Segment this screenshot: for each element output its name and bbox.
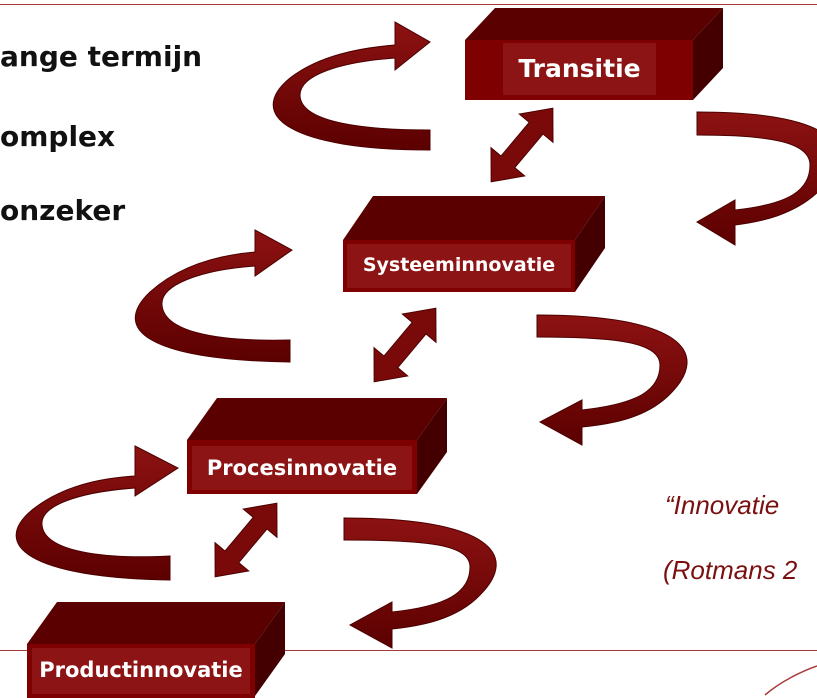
bottom-border-line	[0, 650, 817, 651]
label-systeeminnovatie: Systeeminnovatie	[362, 254, 556, 276]
loop-arrow-bottom-left	[15, 445, 179, 581]
label-transitie: Transitie	[518, 54, 641, 83]
decorative-flourish	[764, 665, 817, 696]
box-procesinnovatie	[187, 398, 447, 494]
citation-quote: “Innovatie	[665, 490, 780, 520]
loop-arrow-top-left	[272, 21, 431, 151]
loop-arrow-mid-left	[134, 229, 293, 363]
citation-source: (Rotmans 2	[663, 555, 798, 585]
bullet-uncertain: onzeker	[0, 194, 126, 227]
box-transitie	[465, 8, 723, 100]
double-arrow-proces-product	[214, 502, 278, 578]
box-systeeminnovatie	[343, 196, 605, 292]
double-arrow-transitie-systeem	[490, 107, 554, 183]
label-procesinnovatie: Procesinnovatie	[206, 456, 398, 480]
bullet-complex: omplex	[0, 120, 116, 153]
bullet-long-term: ange termijn	[0, 40, 203, 73]
loop-arrow-bottom-right	[343, 517, 497, 649]
label-productinnovatie: Productinnovatie	[39, 658, 243, 682]
top-border-line	[0, 4, 817, 5]
loop-arrow-mid-right	[536, 314, 688, 446]
loop-arrow-top-right	[696, 111, 817, 246]
box-productinnovatie	[27, 602, 285, 698]
double-arrow-systeem-proces	[373, 307, 437, 383]
